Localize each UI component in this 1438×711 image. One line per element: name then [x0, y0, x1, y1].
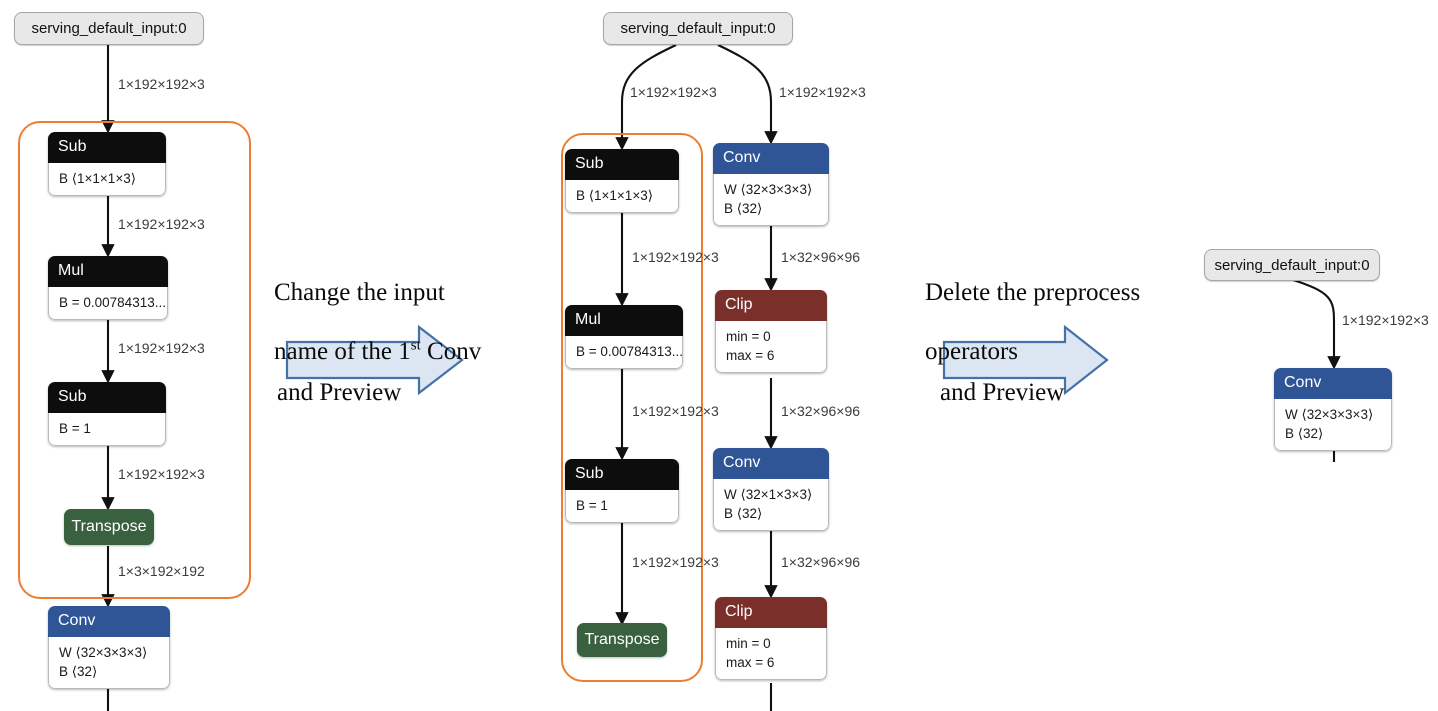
node-body: B = 1	[48, 413, 166, 447]
node-attr-row: B ⟨32⟩	[724, 201, 763, 217]
node-transpose-middle[interactable]: Transpose	[577, 623, 667, 657]
node-attr-row: W ⟨32×3×3×3⟩	[59, 645, 148, 660]
node-title: Mul	[565, 305, 683, 336]
node-title: Sub	[48, 132, 166, 163]
node-attr-row: min = 0	[726, 329, 771, 344]
node-sub-2-middle[interactable]: Sub B = 1	[565, 459, 679, 524]
node-attr-row: B ⟨1×1×1×3⟩	[576, 188, 653, 203]
edge-label: 1×3×192×192	[118, 563, 205, 579]
node-title: Conv	[713, 448, 829, 479]
node-body: B = 0.00784313...	[565, 336, 683, 370]
edge-label: 1×192×192×3	[779, 84, 866, 100]
node-conv-2-middle[interactable]: Conv W ⟨32×1×3×3⟩ B ⟨32⟩	[713, 448, 829, 532]
ordinal-suffix: st	[410, 337, 421, 354]
node-transpose[interactable]: Transpose	[64, 509, 154, 545]
edge-label: 1×192×192×3	[118, 340, 205, 356]
node-sub-2[interactable]: Sub B = 1	[48, 382, 166, 447]
node-attr-row: min = 0	[726, 636, 771, 651]
node-clip-2-middle[interactable]: Clip min = 0 max = 6	[715, 597, 827, 681]
node-body: min = 0 max = 6	[715, 628, 827, 681]
node-title: Clip	[715, 290, 827, 321]
node-conv-right[interactable]: Conv W ⟨32×3×3×3⟩ B ⟨32⟩	[1274, 368, 1392, 452]
node-body: W ⟨32×3×3×3⟩ B ⟨32⟩	[48, 637, 170, 690]
annotation-line-2-pre: name of the 1	[274, 337, 411, 365]
node-title: Sub	[565, 459, 679, 490]
node-title: Sub	[565, 149, 679, 180]
node-body: B = 1	[565, 490, 679, 524]
annotation-line-2-post: Conv	[420, 337, 482, 365]
edge-label: 1×192×192×3	[632, 554, 719, 570]
node-sub-1[interactable]: Sub B ⟨1×1×1×3⟩	[48, 132, 166, 197]
node-body: W ⟨32×1×3×3⟩ B ⟨32⟩	[713, 479, 829, 532]
edge-label: 1×192×192×3	[632, 249, 719, 265]
node-attr-row: W ⟨32×1×3×3⟩	[724, 487, 813, 502]
highlight-frame-middle	[561, 133, 703, 682]
input-node-middle[interactable]: serving_default_input:0	[603, 12, 793, 45]
node-attr-row: max = 6	[726, 348, 775, 364]
edge-label: 1×192×192×3	[118, 76, 205, 92]
node-body: B ⟨1×1×1×3⟩	[565, 180, 679, 214]
node-title: Conv	[48, 606, 170, 637]
annotation-step-2-text: Delete the preprocess operators	[925, 248, 1190, 366]
node-clip-1-middle[interactable]: Clip min = 0 max = 6	[715, 290, 827, 374]
annotation-line-2: operators	[925, 337, 1019, 365]
node-attr-row: B ⟨32⟩	[1285, 426, 1324, 442]
annotation-step-1-text: Change the input name of the 1st Conv	[274, 248, 524, 366]
node-attr-row: B = 1	[576, 498, 608, 513]
edge-label: 1×192×192×3	[1342, 312, 1429, 328]
node-attr-row: max = 6	[726, 655, 775, 671]
node-attr-row: B = 1	[59, 421, 91, 436]
node-body: W ⟨32×3×3×3⟩ B ⟨32⟩	[713, 174, 829, 227]
node-title: Sub	[48, 382, 166, 413]
node-body: B ⟨1×1×1×3⟩	[48, 163, 166, 197]
edge-label: 1×192×192×3	[630, 84, 717, 100]
node-attr-row: B = 0.00784313...	[59, 295, 166, 310]
node-attr-row: W ⟨32×3×3×3⟩	[1285, 407, 1374, 422]
node-attr-row: B = 0.00784313...	[576, 344, 683, 359]
node-attr-row: B ⟨1×1×1×3⟩	[59, 171, 136, 186]
node-mul[interactable]: Mul B = 0.00784313...	[48, 256, 168, 321]
edge-label: 1×192×192×3	[118, 216, 205, 232]
input-node-right[interactable]: serving_default_input:0	[1204, 249, 1380, 281]
edge-label: 1×192×192×3	[632, 403, 719, 419]
node-sub-1-middle[interactable]: Sub B ⟨1×1×1×3⟩	[565, 149, 679, 214]
annotation-line-1: Delete the preprocess	[925, 278, 1141, 306]
edge-label: 1×32×96×96	[781, 249, 861, 265]
annotation-step-1-footer: and Preview	[277, 379, 402, 406]
node-conv-1-middle[interactable]: Conv W ⟨32×3×3×3⟩ B ⟨32⟩	[713, 143, 829, 227]
node-title: Clip	[715, 597, 827, 628]
node-title: Mul	[48, 256, 168, 287]
node-title: Conv	[1274, 368, 1392, 399]
node-attr-row: B ⟨32⟩	[724, 506, 763, 522]
input-node-left[interactable]: serving_default_input:0	[14, 12, 204, 45]
edge-label: 1×32×96×96	[781, 554, 861, 570]
node-attr-row: B ⟨32⟩	[59, 664, 98, 680]
annotation-step-2-footer: and Preview	[940, 379, 1065, 406]
node-mul-middle[interactable]: Mul B = 0.00784313...	[565, 305, 683, 370]
node-conv-left[interactable]: Conv W ⟨32×3×3×3⟩ B ⟨32⟩	[48, 606, 170, 690]
node-body: W ⟨32×3×3×3⟩ B ⟨32⟩	[1274, 399, 1392, 452]
highlight-frame-left	[18, 121, 251, 599]
node-attr-row: W ⟨32×3×3×3⟩	[724, 182, 813, 197]
node-title: Conv	[713, 143, 829, 174]
edge-label: 1×32×96×96	[781, 403, 861, 419]
node-body: min = 0 max = 6	[715, 321, 827, 374]
node-body: B = 0.00784313...	[48, 287, 168, 321]
annotation-line-1: Change the input	[274, 278, 445, 306]
edge-label: 1×192×192×3	[118, 466, 205, 482]
